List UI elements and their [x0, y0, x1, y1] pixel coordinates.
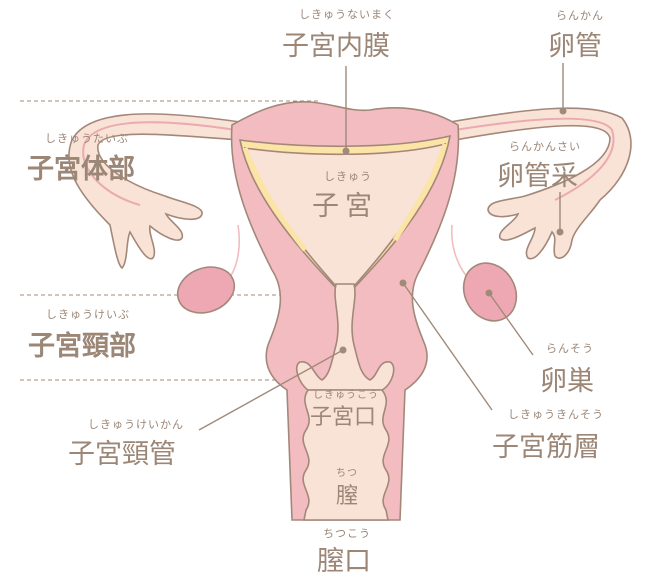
label-ovary-ruby: らんそう	[546, 342, 594, 355]
label-vagina-ruby: ちつ	[336, 467, 358, 479]
label-endometrium-ruby: しきゅうないまく	[299, 8, 395, 21]
pointer-myometrium	[399, 279, 407, 287]
pointer-cervical-canal	[339, 346, 347, 354]
label-fallopian-tube-ruby: らんかん	[556, 9, 604, 22]
label-uterus-ruby: しきゅう	[324, 170, 372, 183]
label-myometrium: 子宮筋層	[492, 432, 600, 463]
leader-lines	[198, 63, 567, 431]
label-cervix-region-ruby: しきゅうけいぶ	[46, 308, 130, 321]
label-uterine-os: 子宮口	[310, 405, 376, 430]
pointer-fallopian-tube	[559, 107, 567, 115]
label-fimbriae: 卵管采	[497, 161, 578, 192]
left-ovary	[176, 266, 236, 314]
leader-cervical-canal	[198, 349, 344, 431]
left-tube-lumen	[82, 121, 237, 206]
label-cervical-canal-ruby: しきゅうけいかん	[88, 418, 184, 431]
left-endometrium-edge	[242, 147, 307, 252]
label-ovary: 卵巣	[540, 366, 594, 397]
left-ovarian-ligament	[227, 224, 241, 281]
label-cervical-canal: 子宮頸管	[68, 439, 176, 470]
right-fallopian-tube	[448, 107, 632, 260]
label-fimbriae-ruby: らんかんさい	[509, 140, 581, 153]
label-cervix-region: 子宮頸部	[28, 330, 136, 362]
label-vagina: 膣	[336, 484, 358, 509]
label-uterus: 子宮	[312, 191, 378, 222]
right-endometrium-edge	[392, 143, 448, 242]
label-fallopian-tube: 卵管	[548, 31, 602, 62]
label-vaginal-opening: 膣口	[317, 546, 371, 577]
pointer-fimbriae	[556, 228, 564, 236]
right-ovarian-ligament	[450, 224, 471, 281]
pointer-endometrium	[342, 147, 350, 155]
leader-ovary	[488, 292, 534, 356]
label-myometrium-ruby: しきゅうきんそう	[508, 408, 604, 421]
label-endometrium: 子宮内膜	[282, 31, 390, 62]
label-uterine-body: 子宮体部	[27, 153, 135, 185]
left-fallopian-tube	[68, 113, 241, 270]
pointer-ovary	[485, 289, 493, 297]
label-uterine-body-ruby: しきゅうたいぶ	[45, 132, 129, 145]
vagina-canal	[302, 389, 390, 521]
leader-myometrium	[402, 282, 493, 411]
right-tube-lumen	[454, 117, 615, 201]
label-uterine-os-ruby: しきゅうこう	[313, 389, 379, 401]
label-vaginal-opening-ruby: ちつこう	[323, 527, 371, 540]
